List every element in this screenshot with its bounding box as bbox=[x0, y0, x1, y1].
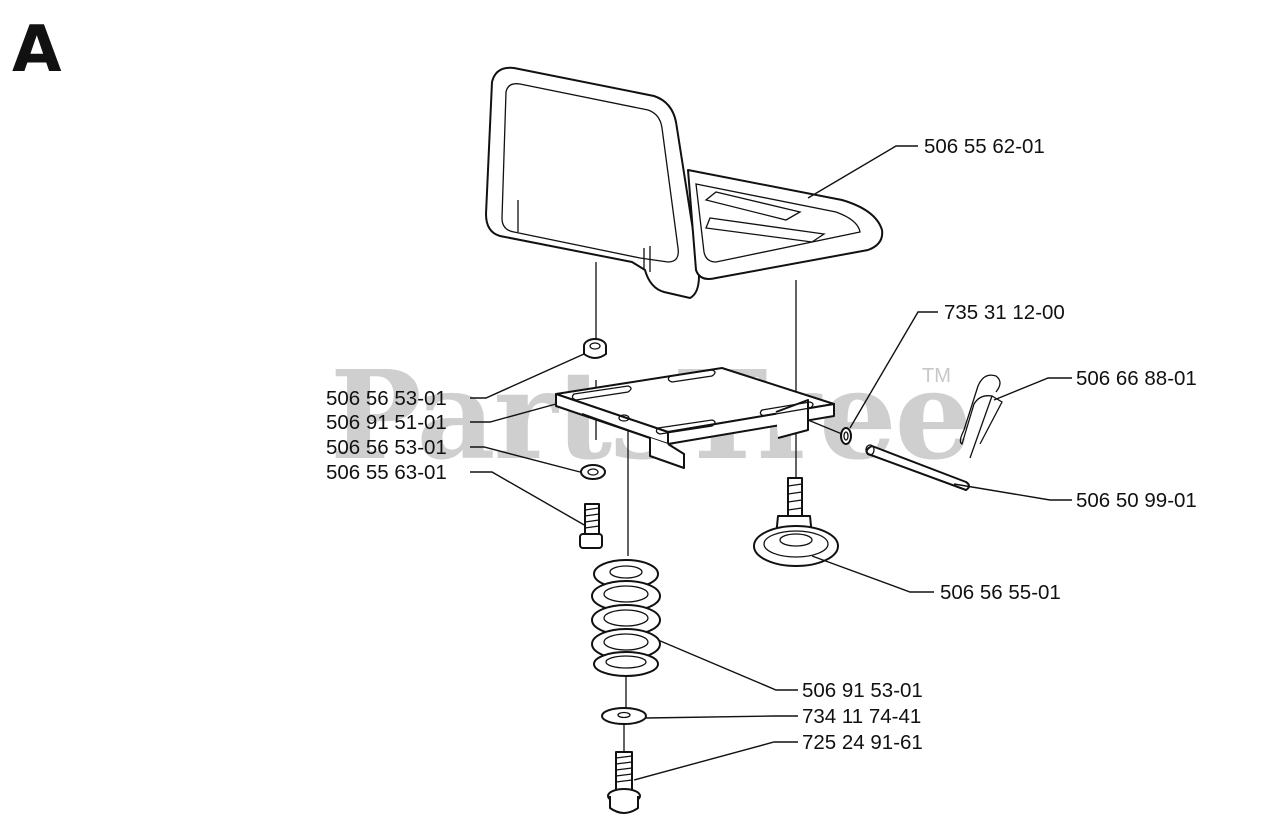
section-letter: A bbox=[12, 13, 62, 87]
callout-clip-washer[interactable]: 735 31 12-00 bbox=[944, 301, 1065, 324]
bracket-drawing[interactable] bbox=[555, 367, 835, 469]
callout-hairpin-clip[interactable]: 506 66 88-01 bbox=[1076, 367, 1197, 390]
callout-seat[interactable]: 506 55 62-01 bbox=[924, 135, 1045, 158]
callout-bracket[interactable]: 506 91 51-01 bbox=[326, 411, 447, 434]
nut-lower-drawing[interactable] bbox=[580, 464, 606, 480]
nut-upper-drawing[interactable] bbox=[583, 338, 607, 359]
washer-drawing[interactable] bbox=[601, 707, 647, 725]
leader-lines bbox=[470, 145, 1072, 781]
bolt-drawing[interactable] bbox=[607, 751, 641, 814]
callout-pin[interactable]: 506 50 99-01 bbox=[1076, 489, 1197, 512]
adjuster-knob-drawing[interactable] bbox=[753, 477, 839, 567]
hairpin-clip-drawing[interactable] bbox=[959, 374, 1003, 459]
callout-nut-lower[interactable]: 506 56 53-01 bbox=[326, 436, 447, 459]
seat-drawing[interactable] bbox=[485, 66, 884, 299]
callout-washer[interactable]: 734 11 74-41 bbox=[802, 705, 921, 728]
callout-screw[interactable]: 506 55 63-01 bbox=[326, 461, 447, 484]
pin-drawing[interactable] bbox=[865, 444, 970, 491]
spring-drawing[interactable] bbox=[591, 559, 661, 677]
part-labels: 506 55 62-01 735 31 12-00 506 66 88-01 5… bbox=[326, 135, 1197, 754]
callout-nut-upper[interactable]: 506 56 53-01 bbox=[326, 387, 447, 410]
watermark-trademark: TM bbox=[922, 365, 951, 387]
callout-bolt[interactable]: 725 24 91-61 bbox=[802, 731, 923, 754]
callout-adjuster-knob[interactable]: 506 56 55-01 bbox=[940, 581, 1061, 604]
screw-drawing[interactable] bbox=[579, 503, 603, 549]
callout-spring[interactable]: 506 91 53-01 bbox=[802, 679, 923, 702]
clip-washer-drawing[interactable] bbox=[840, 427, 852, 445]
